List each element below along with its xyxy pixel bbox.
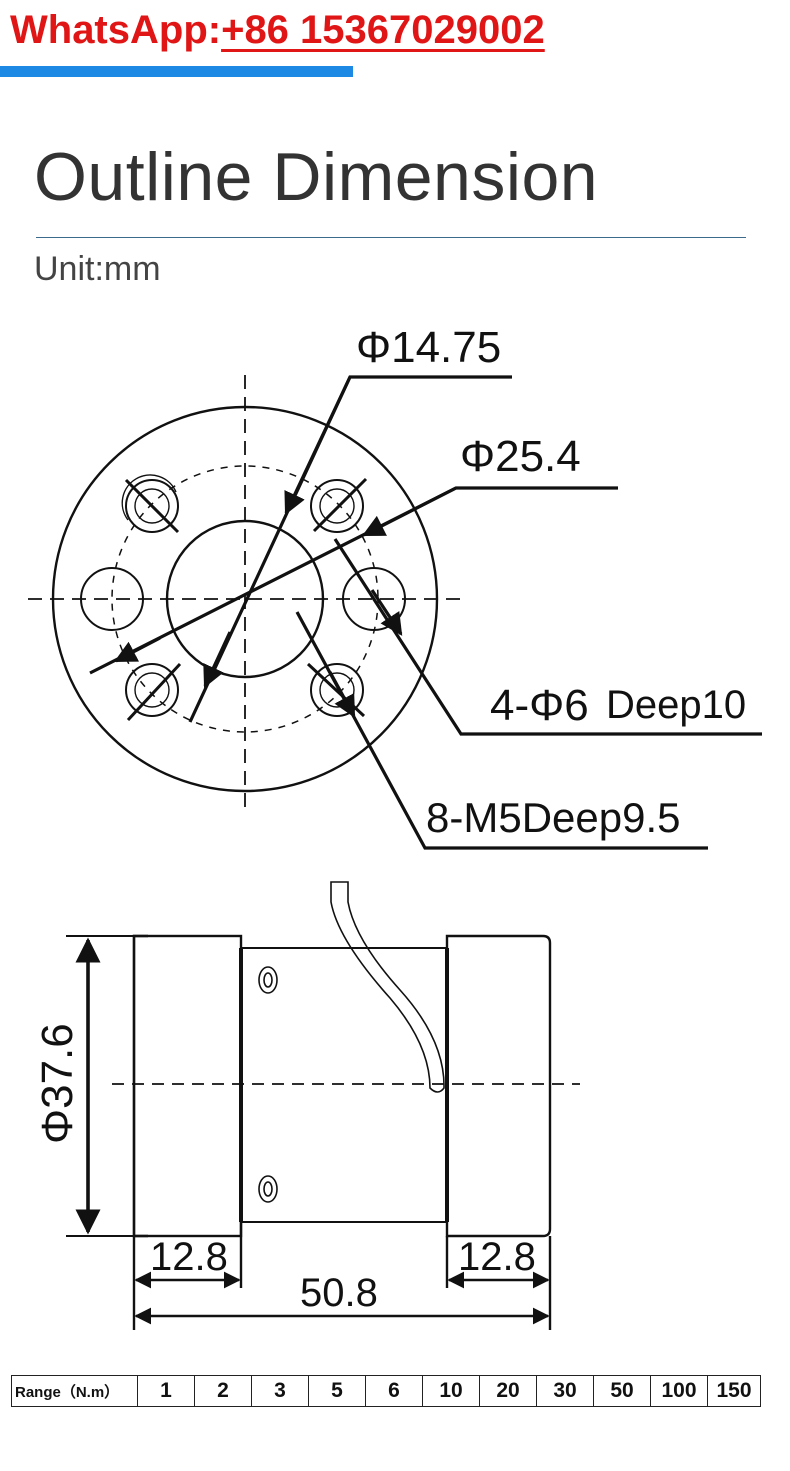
range-cell: 50 (593, 1375, 651, 1407)
whatsapp-number-link[interactable]: +86 15367029002 (221, 8, 545, 52)
range-row: Range（N.m） 1 2 3 5 6 10 20 30 50 100 150 (11, 1375, 761, 1407)
whatsapp-contact: WhatsApp:+86 15367029002 (10, 8, 545, 53)
range-cell: 20 (479, 1375, 537, 1407)
leader-pin-holes (333, 538, 762, 736)
range-cell: 100 (650, 1375, 708, 1407)
range-cell: 3 (251, 1375, 309, 1407)
pin-holes-label: 4-Φ6 (490, 681, 589, 730)
signal-cable (330, 881, 445, 1093)
side-view (66, 881, 580, 1330)
thread-hole-bottom-right (306, 662, 366, 718)
unit-label: Unit:mm (34, 250, 161, 288)
side-diameter-label: Φ37.6 (33, 1023, 82, 1144)
pin-hole-right (342, 567, 406, 631)
front-view (28, 375, 762, 850)
thread-hole-top-left (121, 474, 180, 534)
right-flange-length: 12.8 (458, 1235, 536, 1279)
range-cell: 30 (536, 1375, 594, 1407)
thread-hole-top-right (310, 477, 368, 533)
total-length-label: 50.8 (300, 1271, 378, 1315)
title-divider (36, 237, 746, 238)
body-screw-top (258, 966, 278, 994)
pin-holes-depth: Deep10 (606, 683, 746, 727)
range-header-cell: Range（N.m） (11, 1375, 138, 1407)
range-cell: 2 (194, 1375, 252, 1407)
range-table: Range（N.m） 1 2 3 5 6 10 20 30 50 100 150 (11, 1375, 761, 1407)
left-flange-length: 12.8 (150, 1235, 228, 1279)
range-cell: 5 (308, 1375, 366, 1407)
thread-holes-label: 8-M5Deep9.5 (426, 794, 680, 841)
body-screw-bottom (258, 1175, 278, 1203)
whatsapp-label: WhatsApp: (10, 8, 222, 52)
range-cell: 150 (707, 1375, 761, 1407)
pin-hole-left (80, 567, 144, 631)
range-cell: 6 (365, 1375, 423, 1407)
outer-diameter-label: Φ14.75 (356, 323, 501, 372)
right-flange (445, 934, 552, 1238)
range-cell: 10 (422, 1375, 480, 1407)
left-flange (132, 934, 148, 1238)
thread-hole-bottom-left (125, 662, 182, 722)
page-title: Outline Dimension (34, 139, 599, 215)
bolt-circle-label: Φ25.4 (460, 432, 581, 481)
sensor-body (240, 947, 448, 1223)
banner-accent-bar (0, 66, 353, 77)
range-cell: 1 (137, 1375, 195, 1407)
leader-outer-diameter (188, 375, 512, 723)
